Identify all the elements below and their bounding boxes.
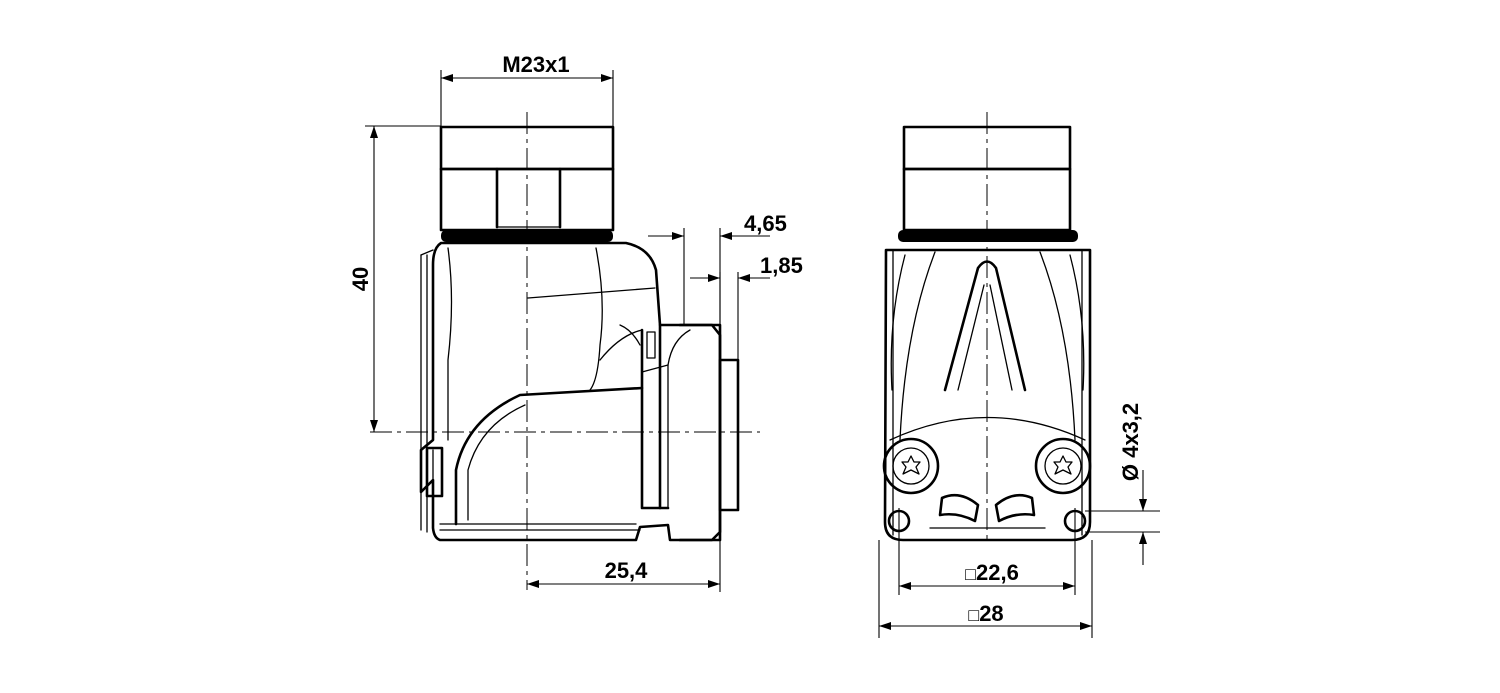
side-lower-sweep-inner	[467, 404, 526, 521]
square-symbol: □	[968, 605, 979, 625]
outlet-flange-curve	[667, 329, 691, 366]
svg-text:Ø 4x3,2: Ø 4x3,2	[1118, 403, 1143, 481]
dim-length-label: 25,4	[605, 558, 649, 583]
dim-holes: Ø 4x3,2	[1085, 403, 1160, 565]
dim-offset-2: 1,85	[690, 253, 803, 360]
front-body-outline	[883, 248, 1092, 542]
dim-thread-label: M23x1	[502, 52, 569, 77]
screw-head-right	[1044, 447, 1082, 485]
dim-thread: M23x1	[440, 52, 614, 127]
side-body-outline	[419, 241, 722, 542]
screw-boss-left	[882, 437, 940, 495]
outlet-step	[641, 364, 669, 373]
front-rib-2	[890, 254, 906, 391]
diameter-symbol: Ø	[1118, 464, 1143, 481]
dim-square-outer-label: 28	[979, 601, 1003, 626]
torx-icon	[1053, 455, 1073, 475]
side-shell-curve-1	[447, 247, 453, 441]
front-v-inner-right	[989, 284, 1013, 391]
side-view	[419, 125, 740, 542]
side-latch	[425, 446, 444, 498]
outlet-rear-plate	[718, 358, 740, 512]
side-strip-top	[420, 249, 434, 256]
svg-text:□22,6: □22,6	[965, 560, 1019, 585]
front-seal-ring	[898, 230, 1078, 242]
dim-length: 25,4	[527, 540, 721, 592]
dim-square-outer: □28	[878, 540, 1093, 638]
torx-icon	[901, 455, 921, 475]
dim-height: 40	[348, 125, 441, 432]
dim-offset-1-label: 4,65	[744, 211, 787, 236]
dim-offset-2-label: 1,85	[760, 253, 803, 278]
front-rib-3	[1039, 251, 1076, 441]
front-clip-left	[938, 493, 980, 523]
outlet-shoulder-2	[599, 329, 643, 361]
screw-head-left	[892, 447, 930, 485]
dim-height-label: 40	[348, 267, 373, 291]
front-v-shape	[943, 260, 1027, 392]
side-shell-line	[527, 287, 656, 299]
outlet-shoulder	[619, 324, 641, 346]
dim-square-inner-label: 22,6	[976, 560, 1019, 585]
front-clip-right	[994, 493, 1036, 523]
dim-square-inner: □22,6	[899, 560, 1075, 590]
side-lower-sweep	[454, 386, 644, 526]
side-shell-curve-2	[589, 247, 603, 391]
svg-text:□28: □28	[968, 601, 1003, 626]
outlet-clip	[646, 331, 656, 359]
front-v-inner-left	[957, 284, 985, 391]
dim-holes-label: 4x3,2	[1118, 403, 1143, 458]
square-symbol: □	[965, 564, 976, 584]
front-rib-1	[899, 251, 936, 441]
front-rib-4	[1069, 254, 1085, 391]
screw-boss-right	[1034, 437, 1092, 495]
